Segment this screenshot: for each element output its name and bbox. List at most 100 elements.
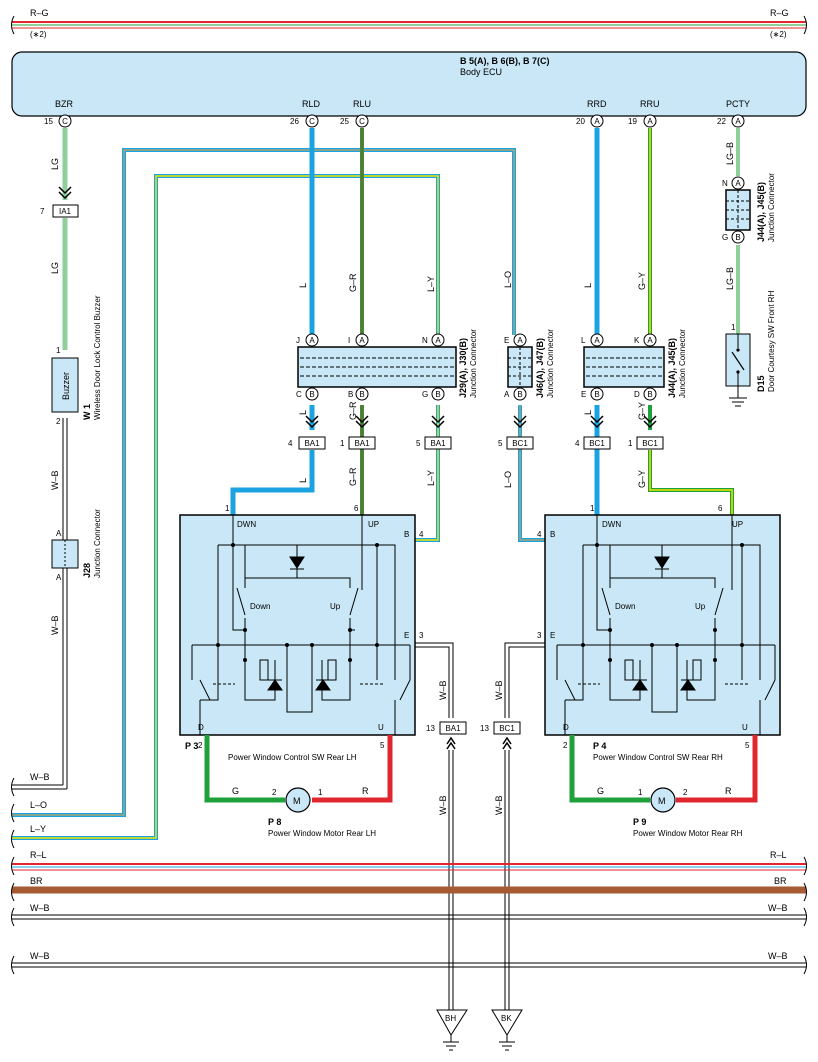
lh-b-label: B xyxy=(404,530,409,539)
svg-text:W–B: W–B xyxy=(768,951,788,961)
motor-rh-pin-left: 1 xyxy=(638,788,643,797)
power-window-switch-lh: DWN UP B E D U 1 6 4 3 2 5 Down Up xyxy=(179,504,424,762)
wire-label-lg-2: LG xyxy=(50,262,60,274)
rh-switch-code: P 4 xyxy=(593,741,606,751)
wire-label-gr-3: G–R xyxy=(348,467,358,486)
svg-text:A: A xyxy=(735,179,741,188)
ground-bh-label: BH xyxy=(445,1014,456,1023)
ecu-terminal-rld: RLD xyxy=(302,99,321,109)
ecu-code: B 5(A), B 6(B), B 7(C) xyxy=(460,56,550,66)
wire-label-wb-buzzer: W–B xyxy=(50,470,60,490)
rh-pin-u: 5 xyxy=(745,741,750,750)
wire-lo: L–O L–O L–O xyxy=(12,148,545,817)
svg-text:BA1: BA1 xyxy=(445,724,461,733)
j44-bottom-pin-e: E xyxy=(581,390,586,399)
bottom-buses: R–L R–L BR BR W–B W–B W–B W–B xyxy=(12,850,806,968)
svg-text:5: 5 xyxy=(498,439,503,448)
svg-text:A: A xyxy=(435,336,441,345)
ground-bk: BK xyxy=(491,1009,523,1051)
buzzer-code: W 1 xyxy=(82,404,92,420)
rh-dwn-label: DWN xyxy=(602,520,621,529)
svg-text:B: B xyxy=(517,390,522,399)
j44-bottom-pin-d: D xyxy=(634,390,640,399)
connector-ba1-1: BA1 1 xyxy=(340,415,376,450)
j44-pcty-code: J44(A), J45(B) xyxy=(756,182,766,242)
lh-pin-d: 2 xyxy=(198,741,203,750)
connector-ba1-4: BA1 4 xyxy=(288,415,326,450)
wire-label-ly-1: L–Y xyxy=(426,276,436,292)
wire-label-lo-1: L–O xyxy=(503,271,513,288)
j44-top-pin-k: K xyxy=(634,336,640,345)
svg-text:C: C xyxy=(62,117,68,126)
svg-text:W–B: W–B xyxy=(768,903,788,913)
connector-bc1-1: BC1 1 xyxy=(628,415,664,450)
ecu-terminal-rrd: RRD xyxy=(587,99,607,109)
wire-label-l-rld-2: L xyxy=(298,410,308,415)
wire-rru: G–Y G–Y G–Y xyxy=(637,128,734,515)
rh-pin-dwn: 1 xyxy=(590,504,595,513)
j29-desc: Junction Connector xyxy=(469,329,478,398)
ecu-box xyxy=(11,51,807,117)
j46-top-pin: E xyxy=(504,336,509,345)
svg-text:5: 5 xyxy=(416,439,421,448)
rh-junction-dots xyxy=(581,543,744,662)
svg-text:R–L: R–L xyxy=(30,850,47,860)
svg-text:W–B: W–B xyxy=(30,903,50,913)
rh-b-label: B xyxy=(550,530,555,539)
j28-code: J28 xyxy=(82,563,92,578)
wire-label-r-lh: R xyxy=(362,786,369,796)
j29-bottom-pin-b: B xyxy=(348,390,353,399)
svg-text:B: B xyxy=(309,390,314,399)
buzzer-pin-top: 1 xyxy=(56,346,61,355)
svg-text:R–L: R–L xyxy=(770,850,787,860)
svg-text:A: A xyxy=(359,336,365,345)
connector-bc1-5: BC1 5 xyxy=(498,415,534,450)
top-bus-left-note: (∗2) xyxy=(30,30,47,39)
pin-rrd: 20 xyxy=(576,117,585,126)
j29-top-pin-j: J xyxy=(296,336,300,345)
wire-label-wb-rh-lower: W–B xyxy=(494,795,504,815)
left-bus-lo-label: L–O xyxy=(30,800,47,810)
pin-rld: 26 xyxy=(290,117,299,126)
ground-bk-label: BK xyxy=(501,1014,512,1023)
ecu-terminal-rlu: RLU xyxy=(353,99,371,109)
wire-label-wb-lh-lower: W–B xyxy=(438,795,448,815)
ecu-terminal-rru: RRU xyxy=(640,99,660,109)
wire-lg: LG LG xyxy=(50,128,68,350)
body-ecu: B 5(A), B 6(B), B 7(C) Body ECU BZR RLD … xyxy=(11,51,807,117)
top-rg-bus: R–G R–G (∗2) (∗2) xyxy=(12,8,806,39)
rh-e-label: E xyxy=(550,631,555,640)
svg-text:A: A xyxy=(647,117,653,126)
motor-rh-pin-right: 2 xyxy=(683,788,688,797)
svg-text:B: B xyxy=(594,390,599,399)
j29-bottom-pin-g: G xyxy=(422,390,428,399)
j44-pcty-bottom-pin: G xyxy=(722,233,728,242)
ground-wire-lh: BA1 13 W–B W–B xyxy=(415,642,467,1010)
svg-text:BR: BR xyxy=(30,876,43,886)
svg-text:W–B: W–B xyxy=(30,951,50,961)
motor-rh-desc: Power Window Motor Rear RH xyxy=(633,829,743,838)
bus-wb-2: W–B W–B xyxy=(12,951,806,968)
svg-text:B: B xyxy=(647,390,652,399)
lh-switch-desc: Power Window Control SW Rear LH xyxy=(228,753,357,762)
bus-wb-1: W–B W–B xyxy=(12,903,806,920)
wire-label-gy-2: G–Y xyxy=(637,402,647,420)
terminal-rru: A19 xyxy=(628,114,657,128)
j46-desc: Junction Connector xyxy=(546,329,555,398)
lh-pin-e: 3 xyxy=(419,631,424,640)
ia1-pin: 7 xyxy=(40,207,45,216)
top-bus-right-note: (∗2) xyxy=(770,30,787,39)
ground-bh: BH xyxy=(436,1009,468,1051)
junction-j44-j45-pcty: A B N G J44(A), J45(B) Junction Connecto… xyxy=(722,173,776,244)
rh-down-label: Down xyxy=(615,602,635,611)
wire-label-l-rrd-1: L xyxy=(583,283,593,288)
harness-connectors: BA1 4 BA1 1 BA1 5 BC1 5 BC1 4 xyxy=(288,415,664,450)
svg-text:1: 1 xyxy=(628,439,633,448)
motor-wires-rh: G R xyxy=(569,735,758,803)
svg-text:A: A xyxy=(517,336,523,345)
j28-pin-top: A xyxy=(56,529,62,538)
motor-rh: M 1 2 P 9 Power Window Motor Rear RH xyxy=(633,787,743,838)
rh-pin-d: 2 xyxy=(563,741,568,750)
top-bus-left-label: R–G xyxy=(30,8,49,18)
wire-label-lo-2: L–O xyxy=(503,471,513,488)
